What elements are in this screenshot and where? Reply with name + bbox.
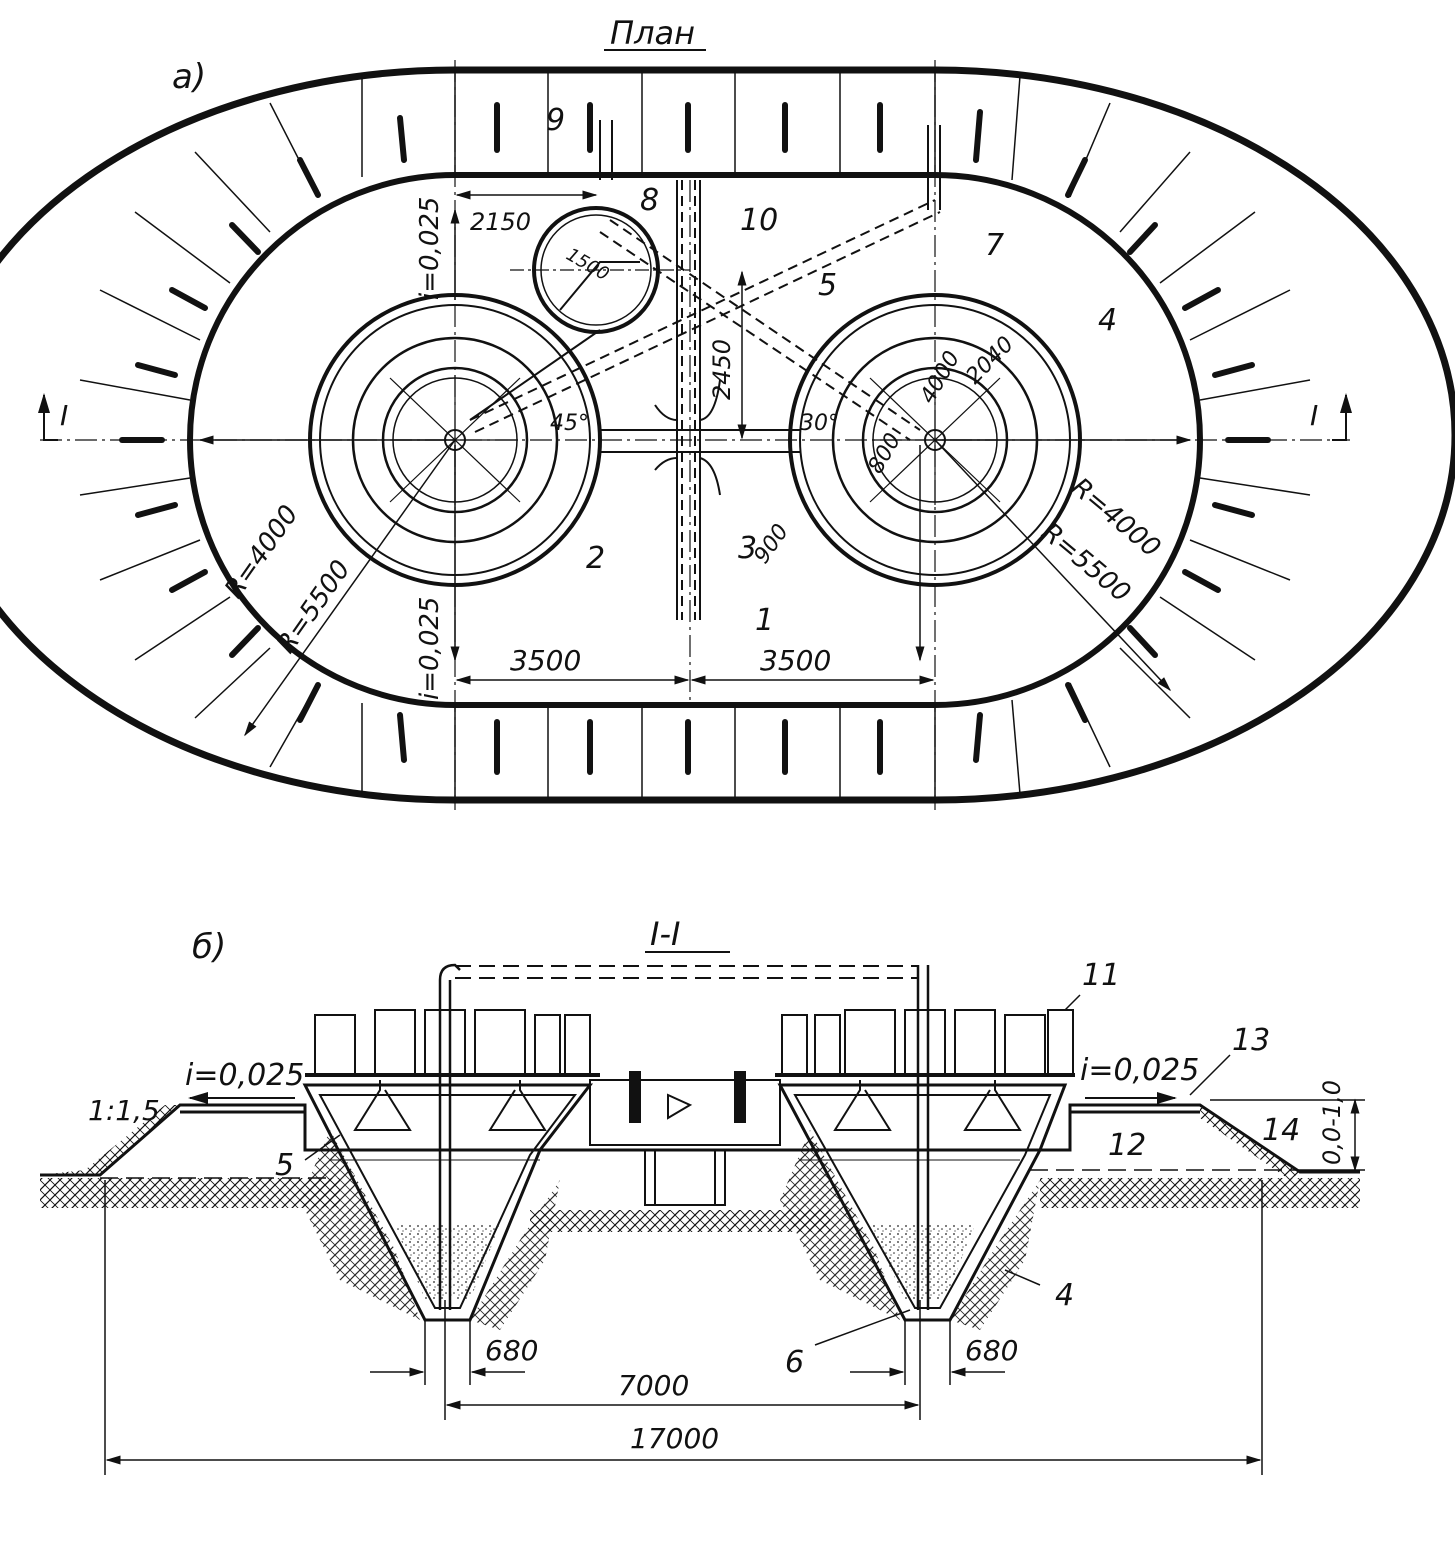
- section-view: б) I-I: [40, 915, 1365, 1475]
- section-mark-left: I: [38, 393, 68, 441]
- ground-line: [40, 1103, 1360, 1177]
- section-height: 0,0-1,0: [1318, 1080, 1346, 1165]
- section-dimension-lines: [104, 1180, 1263, 1475]
- plan-slope-bottom: i=0,025: [415, 597, 445, 700]
- section-mark-right-label: I: [1310, 399, 1318, 432]
- section-mark-right: I: [1310, 393, 1352, 441]
- plan-label-3: 3: [738, 531, 757, 566]
- plan-label-5: 5: [818, 268, 837, 303]
- plan-label-10: 10: [740, 203, 778, 238]
- section-dim-680-left: 680: [485, 1334, 538, 1367]
- right-tank-section: [777, 965, 1068, 1330]
- left-tank-section: [300, 963, 594, 1330]
- section-label-11: 11: [1082, 958, 1120, 993]
- plan-view-letter: а): [172, 57, 206, 97]
- section-label-13: 13: [1232, 1023, 1270, 1058]
- plan-angle-30: 30°: [800, 411, 839, 436]
- embankment-drain-marks: [119, 102, 1271, 775]
- plan-slope-top: i=0,025: [415, 197, 445, 300]
- plan-radius-4000-left: R=4000: [219, 500, 304, 604]
- plan-label-9: 9: [546, 103, 565, 138]
- plan-dim-1500: 1500: [563, 244, 613, 285]
- plan-label-1: 1: [755, 603, 774, 638]
- plan-dim-2450: 2450: [708, 339, 736, 400]
- embankment-outer-outline: [0, 66, 1455, 804]
- plan-title: План: [610, 14, 695, 52]
- plan-label-4: 4: [1098, 303, 1117, 338]
- plan-angle-45: 45°: [550, 411, 589, 436]
- section-leaders: [304, 994, 1231, 1346]
- plan-dim-3500-left: 3500: [510, 644, 581, 677]
- plan-dim-4000: 4000: [916, 347, 966, 408]
- plan-label-7: 7: [985, 228, 1004, 263]
- section-dim-17000: 17000: [630, 1422, 719, 1455]
- section-slope-right: i=0,025: [1080, 1053, 1199, 1088]
- bank-hatch-right: [1200, 1105, 1300, 1180]
- embankment-divisions: [79, 70, 1311, 800]
- section-dim-7000: 7000: [618, 1369, 689, 1402]
- section-mark-left-label: I: [60, 399, 68, 432]
- plan-dimension-lines: [198, 190, 1192, 737]
- pipelines: [469, 120, 941, 620]
- section-dim-680-right: 680: [965, 1334, 1018, 1367]
- section-label-6: 6: [785, 1345, 804, 1380]
- plan-dim-2040: 2040: [962, 332, 1019, 389]
- ground-hatch-mid: [530, 1210, 830, 1232]
- left-superstructure: [305, 1009, 600, 1077]
- ground-hatch-right: [1040, 1178, 1360, 1208]
- section-label-14: 14: [1262, 1113, 1300, 1148]
- section-slope-left: i=0,025: [185, 1058, 304, 1093]
- plan-label-8: 8: [640, 183, 659, 218]
- section-view-letter: б): [192, 927, 226, 967]
- plan-radius-5500-left: R=5500: [271, 555, 356, 659]
- section-label-4: 4: [1055, 1278, 1074, 1313]
- connecting-gallery: [589, 1071, 781, 1206]
- plan-view: а) План: [0, 14, 1455, 810]
- height-dimension: [1210, 1098, 1365, 1172]
- section-title: I-I: [650, 915, 680, 953]
- section-bank-ratio: 1:1,5: [88, 1094, 160, 1127]
- section-label-12: 12: [1108, 1128, 1146, 1163]
- ground-hatch-left: [40, 1178, 340, 1208]
- plan-dim-3500-right: 3500: [760, 644, 831, 677]
- section-label-5: 5: [275, 1148, 294, 1183]
- plan-label-2: 2: [586, 541, 605, 576]
- right-superstructure: [775, 1009, 1075, 1077]
- bank-hatch-left: [40, 1105, 180, 1175]
- plan-dim-2150: 2150: [470, 208, 531, 236]
